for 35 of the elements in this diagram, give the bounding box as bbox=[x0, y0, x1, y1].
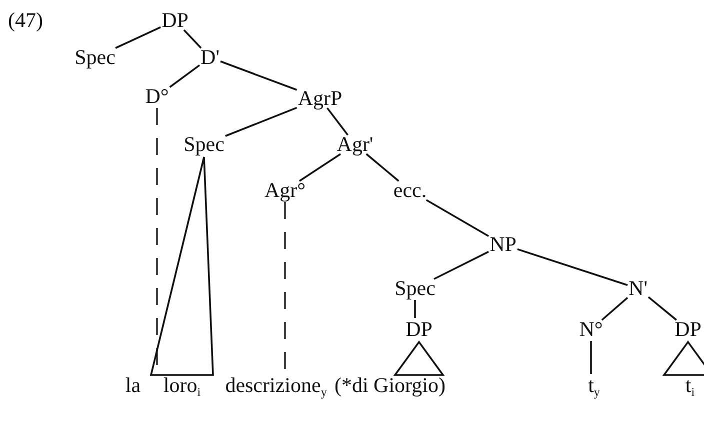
category-label: Spec bbox=[394, 277, 436, 299]
category-label: N' bbox=[628, 277, 648, 299]
word-label: t$_{i}$ bbox=[684, 374, 696, 396]
tree-branch bbox=[225, 106, 298, 137]
tree-branch bbox=[366, 153, 400, 182]
category-label: Agr' bbox=[336, 133, 374, 155]
tree-branch bbox=[169, 64, 200, 88]
tree-branch bbox=[517, 248, 628, 286]
category-label: D° bbox=[144, 85, 170, 107]
category-label: Spec bbox=[182, 133, 226, 155]
tree-branch bbox=[326, 107, 348, 136]
word-label: (*di Giorgio) bbox=[333, 374, 447, 396]
tree-branch bbox=[298, 153, 342, 182]
tree-branch bbox=[183, 29, 202, 49]
category-label: Spec bbox=[74, 46, 116, 68]
category-label: AgrP bbox=[296, 87, 344, 109]
tree-branch bbox=[115, 26, 161, 49]
tree-branch bbox=[590, 341, 592, 374]
category-label: DP bbox=[160, 9, 190, 31]
category-label: Agr° bbox=[263, 179, 307, 201]
category-label: N° bbox=[578, 318, 604, 340]
category-label: ecc. bbox=[392, 179, 428, 201]
tree-branch bbox=[414, 300, 416, 318]
tree-branch bbox=[220, 60, 298, 91]
tree-branch bbox=[434, 250, 489, 280]
word-label: la bbox=[124, 374, 142, 396]
category-label: DP bbox=[674, 318, 702, 340]
tree-branch bbox=[426, 199, 490, 237]
category-label: DP bbox=[404, 318, 434, 340]
tree-branch bbox=[648, 296, 677, 321]
tree-branch bbox=[601, 296, 628, 321]
category-label: NP bbox=[488, 233, 518, 255]
word-label: loro$_{i}$ bbox=[162, 374, 202, 396]
category-label: D' bbox=[200, 46, 220, 68]
example-number: (47) bbox=[8, 9, 43, 31]
